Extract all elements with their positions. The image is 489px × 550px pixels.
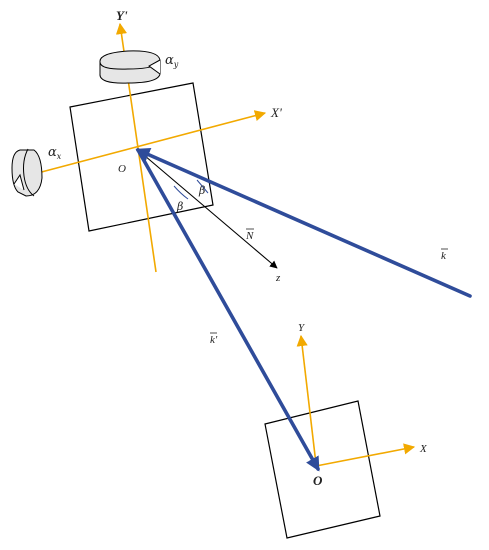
normal-vector-label: N (245, 230, 254, 242)
vector-right-label: k (441, 250, 447, 262)
rotation-y-icon (99, 50, 161, 84)
angle-arc-right (196, 179, 209, 194)
upper-frame-box (69, 82, 214, 232)
upper-y-axis-label: Y' (116, 8, 128, 23)
upper-frame (11, 22, 278, 273)
lower-x-axis-label: X (419, 443, 428, 455)
vector-k-right (135, 148, 472, 298)
lower-y-axis-label: Y (298, 322, 306, 334)
rotation-x-icon (11, 148, 43, 197)
lower-frame-box (264, 400, 381, 539)
rotation-x-label: αx (48, 145, 62, 161)
lower-x-axis (315, 443, 416, 467)
lower-y-axis (296, 334, 317, 465)
normal-axis-label: z (275, 272, 281, 284)
lower-frame (264, 334, 416, 539)
angle-label-left: β (176, 200, 183, 213)
angle-label-right: β (198, 184, 205, 197)
normal-vector (137, 149, 278, 269)
angle-arc-left (173, 185, 189, 200)
upper-origin-label: O (118, 163, 126, 175)
vector-down-label: k' (210, 334, 218, 346)
upper-x-axis (14, 110, 267, 180)
rotation-y-label: αy (165, 53, 179, 69)
upper-x-axis-label: X' (270, 105, 282, 120)
lower-origin-label: O (313, 473, 323, 488)
vector-k-down (136, 148, 320, 472)
